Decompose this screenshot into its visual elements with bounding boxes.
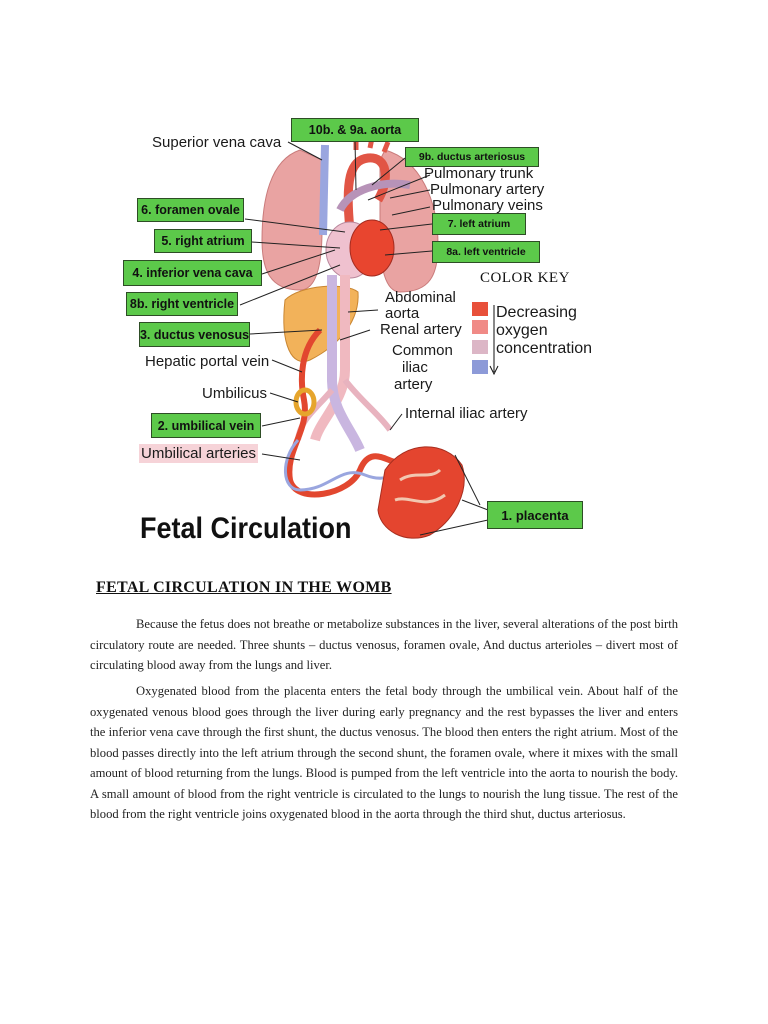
label-common-iliac-line3: artery (394, 376, 433, 393)
label-hepatic-portal-vein: Hepatic portal vein (145, 353, 270, 370)
umbilical-vein-shape (286, 327, 403, 498)
box-label-aorta: 10b. & 9a. aorta (291, 118, 419, 142)
inferior-vena-cava-shape (327, 275, 365, 453)
anatomy-illustration (239, 137, 499, 539)
label-umbilical-arteries: Umbilical arteries (139, 444, 259, 463)
fetal-circulation-diagram: Superior vena cava Pulmonary trunk Pulmo… (123, 118, 593, 545)
box-label-placenta: 1. placenta (487, 501, 583, 529)
pulmonary-trunk-shape (336, 179, 411, 213)
label-common-iliac-artery: Common iliac artery (392, 342, 453, 393)
box-label-left-atrium: 7. left atrium (432, 213, 526, 235)
heart-left-shape (349, 219, 395, 277)
label-umbilicus: Umbilicus (202, 385, 268, 402)
label-abdominal-aorta-line1: Abdominal (385, 289, 456, 306)
label-common-iliac-line1: Common (392, 342, 453, 359)
leader-lines (239, 139, 489, 536)
color-key-line1: Decreasing (496, 304, 577, 321)
box-label-right-atrium: 5. right atrium (154, 229, 252, 253)
right-lung-shape (261, 149, 323, 291)
label-pulmonary-trunk: Pulmonary trunk (424, 165, 534, 182)
label-abdominal-aorta-line2: aorta (385, 305, 420, 322)
box-label-right-ventricle: 8b. right ventricle (126, 292, 238, 316)
label-pulmonary-artery: Pulmonary artery (430, 181, 545, 198)
placenta-shape (377, 446, 465, 539)
box-label-inferior-vena-cava: 4. inferior vena cava (123, 260, 262, 286)
paragraph-2: Oxygenated blood from the placenta enter… (90, 684, 678, 821)
color-key-swatch-2 (472, 320, 488, 334)
document-heading: FETAL CIRCULATION IN THE WOMB (96, 579, 392, 596)
label-renal-artery: Renal artery (380, 321, 462, 338)
box-label-ductus-arteriosus: 9b. ductus arteriosus (405, 147, 539, 167)
diagram-title: Fetal Circulation (140, 512, 352, 545)
color-key-line3: concentration (496, 340, 593, 357)
paragraph-1: Because the fetus does not breathe or me… (90, 617, 678, 672)
label-internal-iliac-artery: Internal iliac artery (405, 405, 528, 422)
label-pulmonary-veins: Pulmonary veins (432, 197, 543, 214)
box-label-left-ventricle: 8a. left ventricle (432, 241, 540, 263)
label-abdominal-aorta: Abdominal aorta (385, 290, 456, 322)
color-key-swatch-1 (472, 302, 488, 316)
umbilicus-shape (293, 387, 317, 417)
box-label-ductus-venosus: 3. ductus venosus (139, 322, 250, 347)
color-key-line2: oxygen (496, 322, 548, 339)
box-label-umbilical-vein: 2. umbilical vein (151, 413, 261, 438)
label-superior-vena-cava: Superior vena cava (152, 134, 282, 151)
box-label-foramen-ovale: 6. foramen ovale (137, 198, 244, 222)
label-common-iliac-line2: iliac (402, 359, 428, 376)
color-key-swatch-4 (472, 360, 488, 374)
color-key-title: COLOR KEY (480, 270, 570, 286)
superior-vena-cava-shape (319, 144, 329, 236)
color-key-swatch-3 (472, 340, 488, 354)
